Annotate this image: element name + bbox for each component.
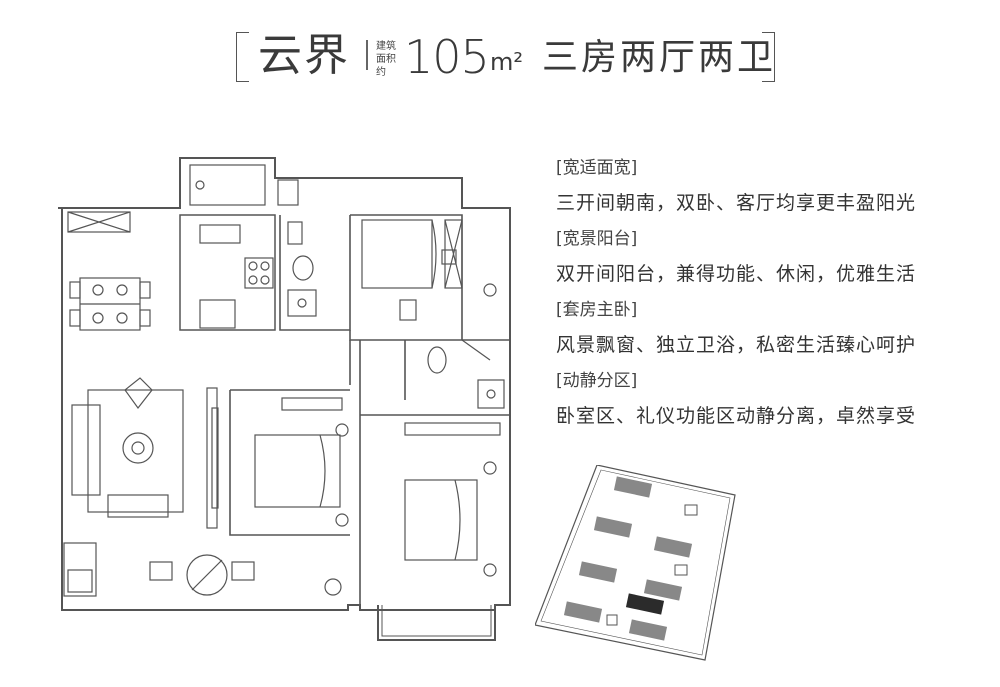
area-label: 建筑面积约 xyxy=(376,41,396,78)
feature-heading: [套房主卧] xyxy=(556,300,638,320)
window-top-left xyxy=(67,211,131,233)
feature-description: 双开间阳台，兼得功能、休闲，优雅生活 xyxy=(556,263,917,285)
upper-bathroom xyxy=(287,221,317,317)
area-unit: m² xyxy=(490,48,523,76)
feature-description: 三开间朝南，双卧、客厅均享更丰盈阳光 xyxy=(556,192,917,214)
title-separator xyxy=(366,40,368,70)
feature-item: [套房主卧] 风景飘窗、独立卫浴，私密生活臻心呵护 xyxy=(556,299,976,370)
ensuite-bathroom xyxy=(427,339,505,409)
interior-walls xyxy=(229,214,510,605)
floor-plan-drawing xyxy=(58,157,511,641)
right-bracket xyxy=(762,32,775,82)
project-name: 云界 xyxy=(258,30,350,81)
second-bedroom xyxy=(254,397,349,527)
area-value: 105 xyxy=(404,30,490,84)
feature-description: 卧室区、礼仪功能区动静分离，卓然享受 xyxy=(556,405,917,427)
building-blocks xyxy=(563,476,693,641)
left-bracket xyxy=(236,32,249,82)
feature-heading: [动静分区] xyxy=(556,371,638,391)
round-table xyxy=(149,554,342,596)
feature-list: [宽适面宽] 三开间朝南，双卧、客厅均享更丰盈阳光 [宽景阳台] 双开间阳台，兼… xyxy=(556,157,976,441)
master-bedroom xyxy=(361,219,497,321)
living-room xyxy=(71,377,219,529)
layout-type: 三房两厅两卫 xyxy=(542,37,777,78)
feature-heading: [宽适面宽] xyxy=(556,158,638,178)
feature-heading: [宽景阳台] xyxy=(556,229,638,249)
third-bedroom xyxy=(404,422,501,577)
kitchen xyxy=(179,164,299,331)
feature-description: 风景飘窗、独立卫浴，私密生活臻心呵护 xyxy=(556,334,917,356)
outer-walls xyxy=(58,157,511,641)
title-bar: 云界 建筑面积约 105 m² 三房两厅两卫 xyxy=(236,28,776,88)
highlighted-building xyxy=(625,593,665,615)
feature-item: [宽适面宽] 三开间朝南，双卧、客厅均享更丰盈阳光 xyxy=(556,157,976,228)
feature-item: [宽景阳台] 双开间阳台，兼得功能、休闲，优雅生活 xyxy=(556,228,976,299)
feature-item: [动静分区] 卧室区、礼仪功能区动静分离，卓然享受 xyxy=(556,370,976,441)
utility-corner xyxy=(63,542,97,597)
site-plan-thumbnail xyxy=(535,465,736,661)
dining-table xyxy=(69,277,151,331)
